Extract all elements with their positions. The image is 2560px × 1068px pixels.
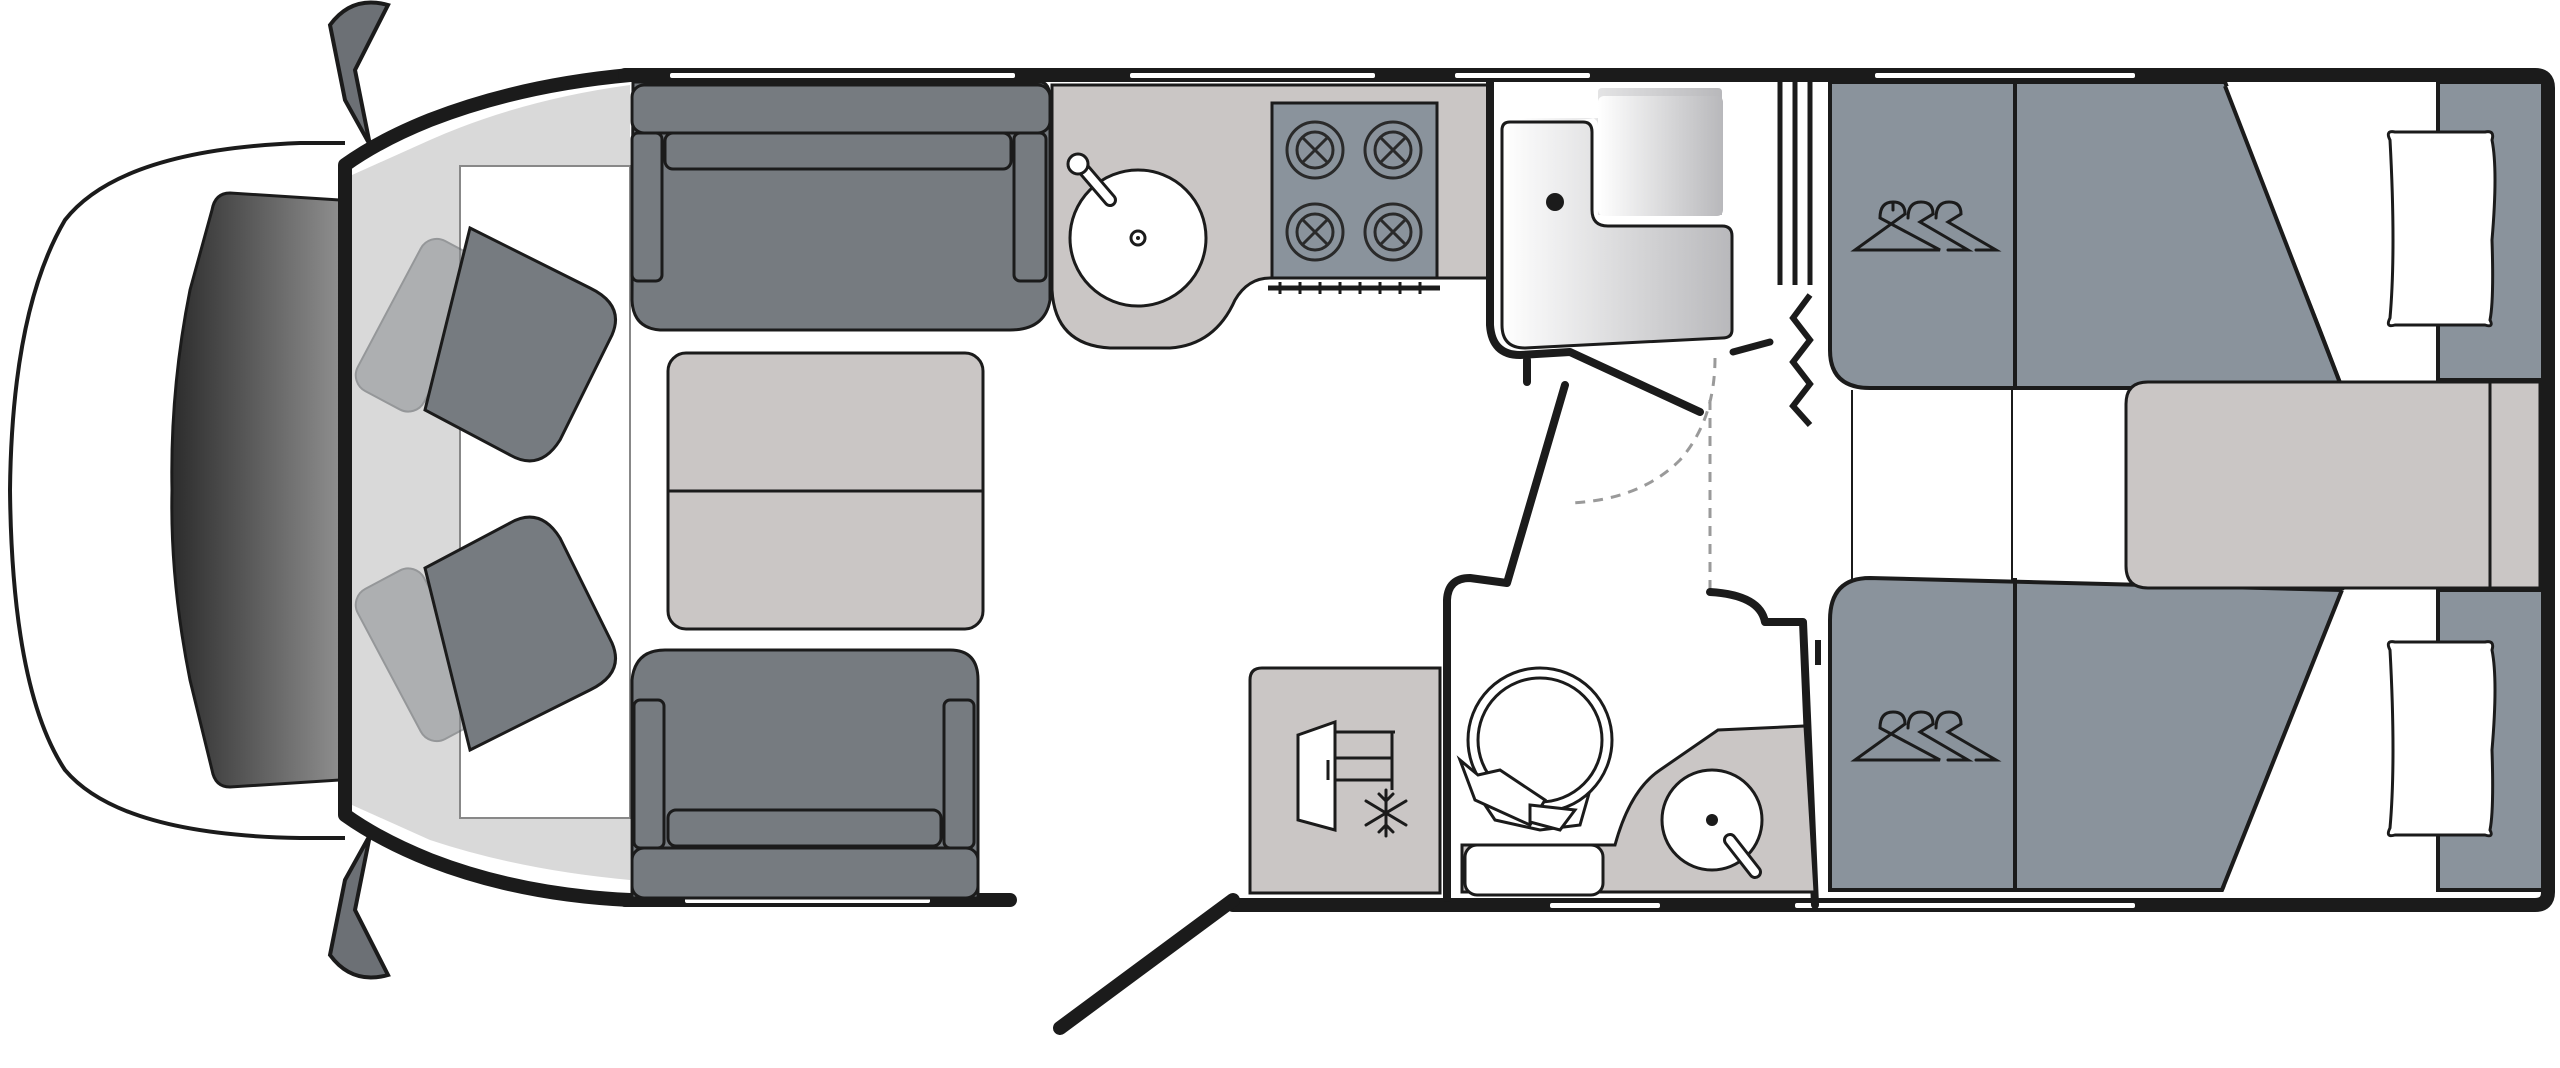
driver-seat-icon [423,225,617,463]
bedroom [1828,80,2545,892]
window-washroom-bottom [1550,903,1660,908]
pillow-top-icon [2386,130,2497,328]
partition [1777,82,1814,428]
window-bed-bottom [1795,903,2135,908]
sofa-bottom-icon[interactable] [630,648,980,900]
windscreen [170,191,342,789]
cab [7,0,637,980]
entrance-door[interactable] [1053,893,1240,1035]
bed-infill[interactable] [2124,380,2542,590]
passenger-seat-icon [423,515,617,753]
kitchen [1050,83,1492,350]
pillow-bottom-icon [2386,640,2497,838]
lounge [630,80,1052,900]
hanger-icon [1850,200,2002,762]
window-kitchen-top [1130,73,1375,78]
fridge [1248,666,1442,895]
shower [1486,78,1774,505]
window-lounge-top [670,73,1015,78]
mirror-bottom-icon [327,834,391,980]
fridge-icon[interactable] [1296,719,1395,832]
sofa-top-icon[interactable] [630,80,1052,332]
window-bed-top [1875,73,2135,78]
tap-icon[interactable] [1066,152,1117,207]
basin-icon[interactable] [1660,768,1764,879]
mirror-top-icon [327,0,391,146]
snowflake-icon [1364,788,1408,838]
folding-door[interactable] [1789,293,1814,428]
hob-icon[interactable] [1268,101,1440,294]
washroom [1443,381,1821,909]
window-top-mid [1455,73,1590,78]
dining-table[interactable] [666,351,985,631]
toilet-icon[interactable] [1456,666,1614,897]
